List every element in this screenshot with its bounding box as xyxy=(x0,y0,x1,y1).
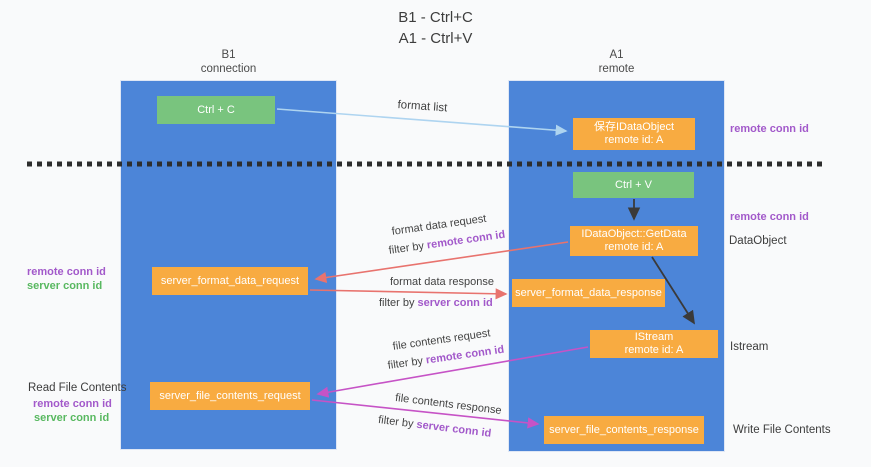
save-dataobject-box: 保存IDataObject remote id: A xyxy=(573,118,695,150)
left-remote-conn-id-label-1: remote conn id xyxy=(27,266,106,278)
left-server-conn-id-label-2: server conn id xyxy=(34,412,110,424)
server-conn-id-text: server conn id xyxy=(417,297,493,309)
right-remote-conn-id-label-1: remote conn id xyxy=(730,123,809,135)
server-file-contents-response-box: server_file_contents_response xyxy=(544,416,704,444)
server-file-contents-request-label: server_file_contents_request xyxy=(159,389,301,402)
ctrl-c-label: Ctrl + C xyxy=(197,103,235,116)
getdata-line2: remote id: A xyxy=(604,241,664,253)
left-server-conn-id-label-1: server conn id xyxy=(27,280,103,292)
right-column-header: A1 remote xyxy=(508,48,725,76)
server-format-data-request-box: server_format_data_request xyxy=(152,267,308,295)
istream-box: IStream remote id: A xyxy=(590,330,718,358)
read-file-contents-label: Read File Contents xyxy=(28,382,127,394)
istream-line1: IStream xyxy=(634,331,674,343)
server-file-contents-response-label: server_file_contents_response xyxy=(549,423,699,436)
filter-by-text: filter by xyxy=(379,297,415,309)
diagram-title: B1 - Ctrl+C A1 - Ctrl+V xyxy=(0,7,871,49)
dataobject-label: DataObject xyxy=(729,235,787,247)
ctrl-c-box: Ctrl + C xyxy=(157,96,275,124)
istream-line2: remote id: A xyxy=(624,344,684,356)
title-line-a1: A1 - Ctrl+V xyxy=(398,30,473,47)
right-column-name: A1 xyxy=(609,49,624,61)
left-column-name: B1 xyxy=(221,49,236,61)
arrow-format-data-response xyxy=(309,288,508,300)
title-line-b1: B1 - Ctrl+C xyxy=(398,9,473,26)
server-format-data-response-label: server_format_data_response xyxy=(515,286,662,299)
filter-by-server-conn-id-label-1: filter by server conn id xyxy=(379,297,493,309)
arrow-file-contents-request xyxy=(316,346,589,398)
right-remote-conn-id-label-2: remote conn id xyxy=(730,211,809,223)
left-remote-conn-id-label-2: remote conn id xyxy=(33,398,112,410)
server-format-data-response-box: server_format_data_response xyxy=(512,279,665,307)
server-file-contents-request-box: server_file_contents_request xyxy=(150,382,310,410)
left-column-header: B1 connection xyxy=(120,48,337,76)
arrow-getdata-to-istream xyxy=(651,256,695,325)
format-data-response-label: format data response xyxy=(390,276,494,288)
write-file-contents-label: Write File Contents xyxy=(733,424,831,436)
istream-side-label: Istream xyxy=(730,341,769,353)
ctrl-v-box: Ctrl + V xyxy=(573,172,694,198)
arrow-format-list xyxy=(276,108,568,136)
arrow-format-data-request xyxy=(314,241,569,284)
left-column-role: connection xyxy=(200,63,257,75)
server-format-data-request-label: server_format_data_request xyxy=(160,274,300,287)
ctrl-v-label: Ctrl + V xyxy=(615,178,652,191)
right-column-role: remote xyxy=(598,63,635,75)
save-dataobject-line2: remote id: A xyxy=(604,134,664,146)
arrow-file-contents-response xyxy=(311,399,540,429)
getdata-box: IDataObject::GetData remote id: A xyxy=(570,226,698,256)
save-dataobject-line1: 保存IDataObject xyxy=(593,121,675,133)
getdata-line1: IDataObject::GetData xyxy=(581,228,687,240)
